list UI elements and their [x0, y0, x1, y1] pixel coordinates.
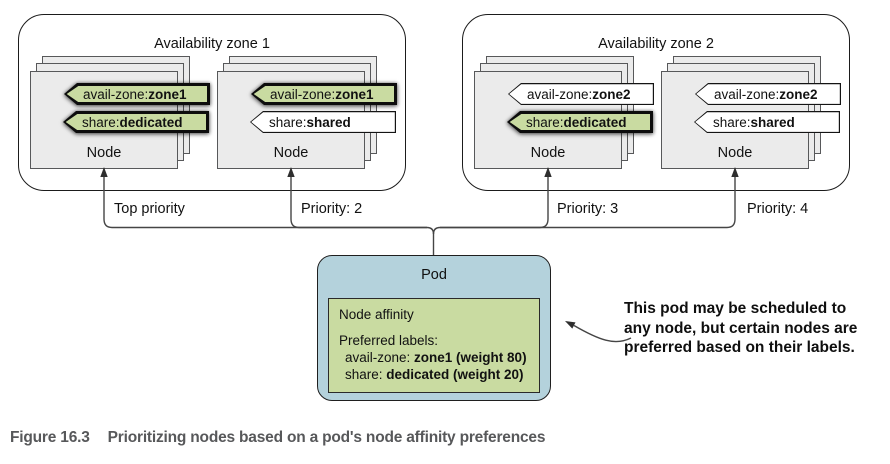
rule-key: avail-zone:: [345, 350, 415, 365]
priority-label-3: Priority: 3: [557, 201, 619, 217]
node-label-tag-availzone: avail-zone: zone1: [251, 83, 397, 105]
tag-key: avail-zone:: [714, 86, 780, 102]
node-name: Node: [86, 145, 122, 161]
zone-title: Availability zone 2: [598, 36, 714, 52]
tag-fill: [253, 85, 395, 103]
annotation-arrow-line: [573, 324, 632, 343]
rule-value: dedicated (weight 20): [386, 367, 524, 382]
tag-value: zone2: [779, 86, 818, 102]
left-arrowhead-icon: [565, 321, 576, 329]
node-name: Node: [717, 145, 753, 161]
node-label-tag-share: share: dedicated: [63, 111, 209, 133]
annotation-line: preferred based on their labels.: [624, 339, 855, 356]
annotation-text: This pod may be scheduled to any node, b…: [624, 299, 857, 358]
node-label-tag-share: share: shared: [694, 111, 840, 133]
caption-label: Figure 16.3: [10, 429, 90, 446]
node-label-tag-share: share: dedicated: [507, 111, 653, 133]
caption-text: Prioritizing nodes based on a pod's node…: [107, 429, 546, 446]
tag-fill: [251, 112, 395, 132]
affinity-title: Node affinity: [339, 307, 414, 322]
tag-key: share:: [713, 114, 751, 130]
tag-value: dedicated: [119, 114, 183, 130]
tag-key: share:: [82, 114, 120, 130]
annotation-line: This pod may be scheduled to: [624, 300, 847, 317]
tag-key: share:: [269, 114, 307, 130]
priority-label-1: Top priority: [114, 201, 185, 217]
node-label-tag-availzone: avail-zone: zone2: [508, 83, 654, 105]
priority-label-2: Priority: 2: [301, 201, 363, 217]
tag-value: shared: [750, 114, 795, 130]
tag-value: zone2: [592, 86, 631, 102]
priority-label-4: Priority: 4: [747, 201, 809, 217]
figure-caption: Figure 16.3 Prioritizing nodes based on a…: [10, 429, 545, 447]
node-name: Node: [273, 145, 309, 161]
preferred-labels-heading: Preferred labels:: [339, 333, 439, 348]
tag-key: share:: [526, 114, 564, 130]
pod-box: Pod Node affinity Preferred labels: avai…: [317, 255, 551, 401]
tag-value: zone1: [148, 86, 187, 102]
pod-title: Pod: [421, 267, 447, 283]
node-label-tag-availzone: avail-zone: zone1: [64, 83, 210, 105]
zone-title: Availability zone 1: [154, 36, 270, 52]
node-label-tag-availzone: avail-zone: zone2: [695, 83, 841, 105]
tag-key: avail-zone:: [270, 86, 336, 102]
node-affinity-box: Node affinity Preferred labels: avail-zo…: [328, 298, 540, 393]
tag-value: dedicated: [563, 114, 627, 130]
tag-key: avail-zone:: [83, 86, 149, 102]
tag-fill: [696, 84, 840, 104]
affinity-rule-availzone: avail-zone: zone1 (weight 80): [345, 349, 539, 366]
tag-fill: [509, 84, 653, 104]
tag-fill: [65, 113, 207, 131]
tag-fill: [66, 85, 208, 103]
rule-value: zone1 (weight 80): [414, 350, 527, 365]
tag-key: avail-zone:: [527, 86, 593, 102]
node-label-tag-share: share: shared: [250, 111, 396, 133]
affinity-rule-share: share: dedicated (weight 20): [345, 366, 539, 383]
tag-fill: [509, 113, 651, 131]
tag-fill: [695, 112, 839, 132]
node-name: Node: [530, 145, 566, 161]
tag-value: zone1: [335, 86, 374, 102]
annotation-line: any node, but certain nodes are: [624, 319, 858, 337]
tag-value: shared: [306, 114, 351, 130]
rule-key: share:: [345, 367, 387, 382]
